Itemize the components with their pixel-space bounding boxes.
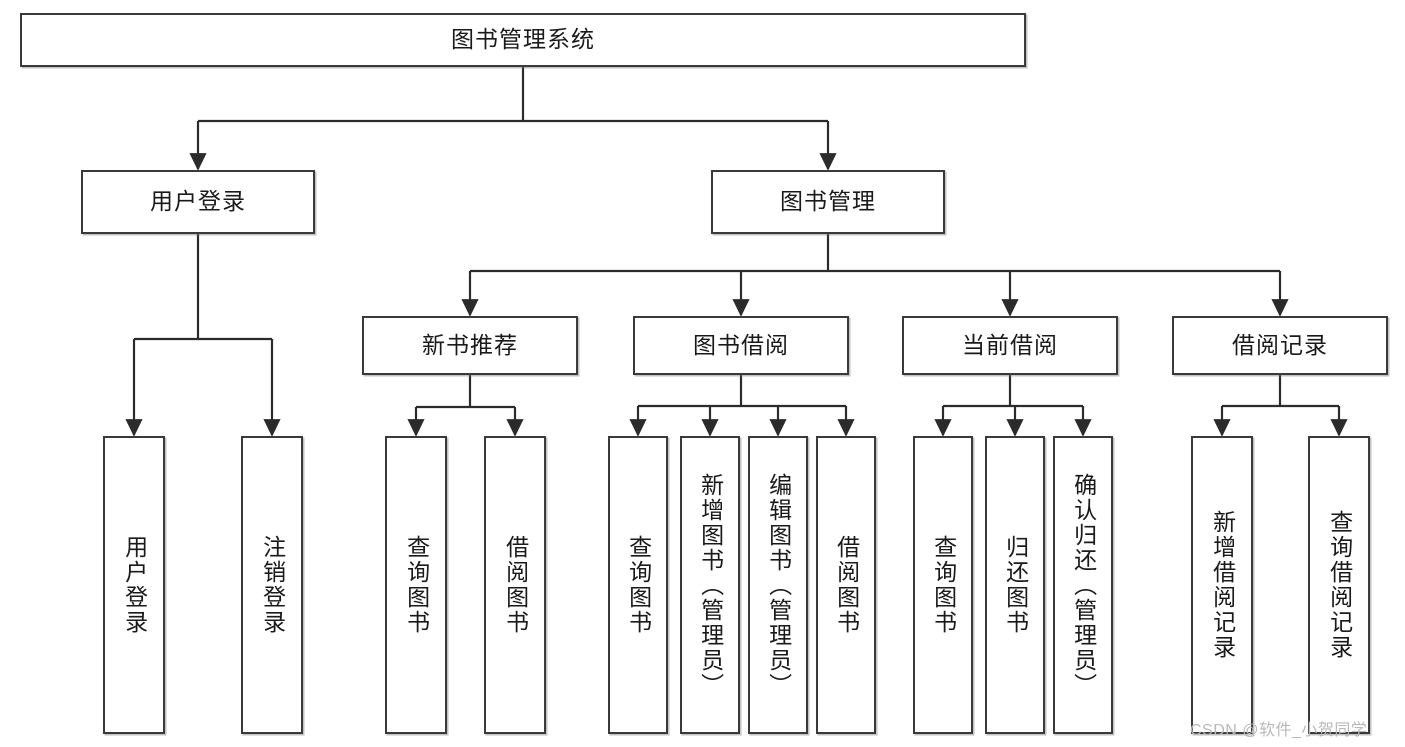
node-label: 编辑图书（管理员）	[765, 472, 792, 698]
node-label: 注销登录	[259, 535, 286, 635]
node-label: 归还图书	[1002, 535, 1029, 635]
node-label: 图书管理	[780, 188, 876, 215]
node-label: 图书借阅	[693, 331, 789, 358]
node-borrow-4[interactable]: 借阅图书	[816, 436, 876, 734]
node-current[interactable]: 当前借阅	[902, 316, 1118, 375]
node-label: 查询图书	[930, 535, 957, 635]
node-borrow-3[interactable]: 编辑图书（管理员）	[748, 436, 808, 734]
node-records-1[interactable]: 新增借阅记录	[1191, 436, 1253, 734]
node-records-2[interactable]: 查询借阅记录	[1308, 436, 1370, 734]
node-current-3[interactable]: 确认归还（管理员）	[1053, 436, 1113, 734]
node-label: 用户登录	[150, 188, 246, 215]
node-newbook-1[interactable]: 查询图书	[385, 436, 447, 734]
node-login-1[interactable]: 用户登录	[103, 436, 165, 734]
node-label: 新书推荐	[422, 331, 518, 358]
node-current-1[interactable]: 查询图书	[913, 436, 973, 734]
node-label: 图书管理系统	[451, 26, 595, 53]
node-records[interactable]: 借阅记录	[1172, 316, 1388, 375]
node-newbook[interactable]: 新书推荐	[362, 316, 578, 375]
node-label: 用户登录	[121, 535, 148, 635]
node-label: 新增借阅记录	[1209, 510, 1236, 660]
node-login[interactable]: 用户登录	[81, 170, 315, 234]
node-borrow-2[interactable]: 新增图书（管理员）	[680, 436, 740, 734]
node-label: 借阅图书	[502, 535, 529, 635]
node-label: 借阅图书	[833, 535, 860, 635]
node-borrow[interactable]: 图书借阅	[633, 316, 849, 375]
node-bookmgmt[interactable]: 图书管理	[711, 170, 945, 234]
node-newbook-2[interactable]: 借阅图书	[484, 436, 546, 734]
node-label: 查询借阅记录	[1326, 510, 1353, 660]
csdn-watermark: CSDN @软件_小贺同学	[1190, 722, 1368, 739]
node-label: 查询图书	[625, 535, 652, 635]
node-label: 当前借阅	[962, 331, 1058, 358]
node-login-2[interactable]: 注销登录	[241, 436, 303, 734]
node-borrow-1[interactable]: 查询图书	[608, 436, 668, 734]
node-label: 确认归还（管理员）	[1070, 472, 1097, 698]
node-label: 查询图书	[403, 535, 430, 635]
node-label: 新增图书（管理员）	[697, 472, 724, 698]
node-label: 借阅记录	[1232, 331, 1328, 358]
node-root[interactable]: 图书管理系统	[20, 13, 1026, 67]
node-current-2[interactable]: 归还图书	[985, 436, 1045, 734]
